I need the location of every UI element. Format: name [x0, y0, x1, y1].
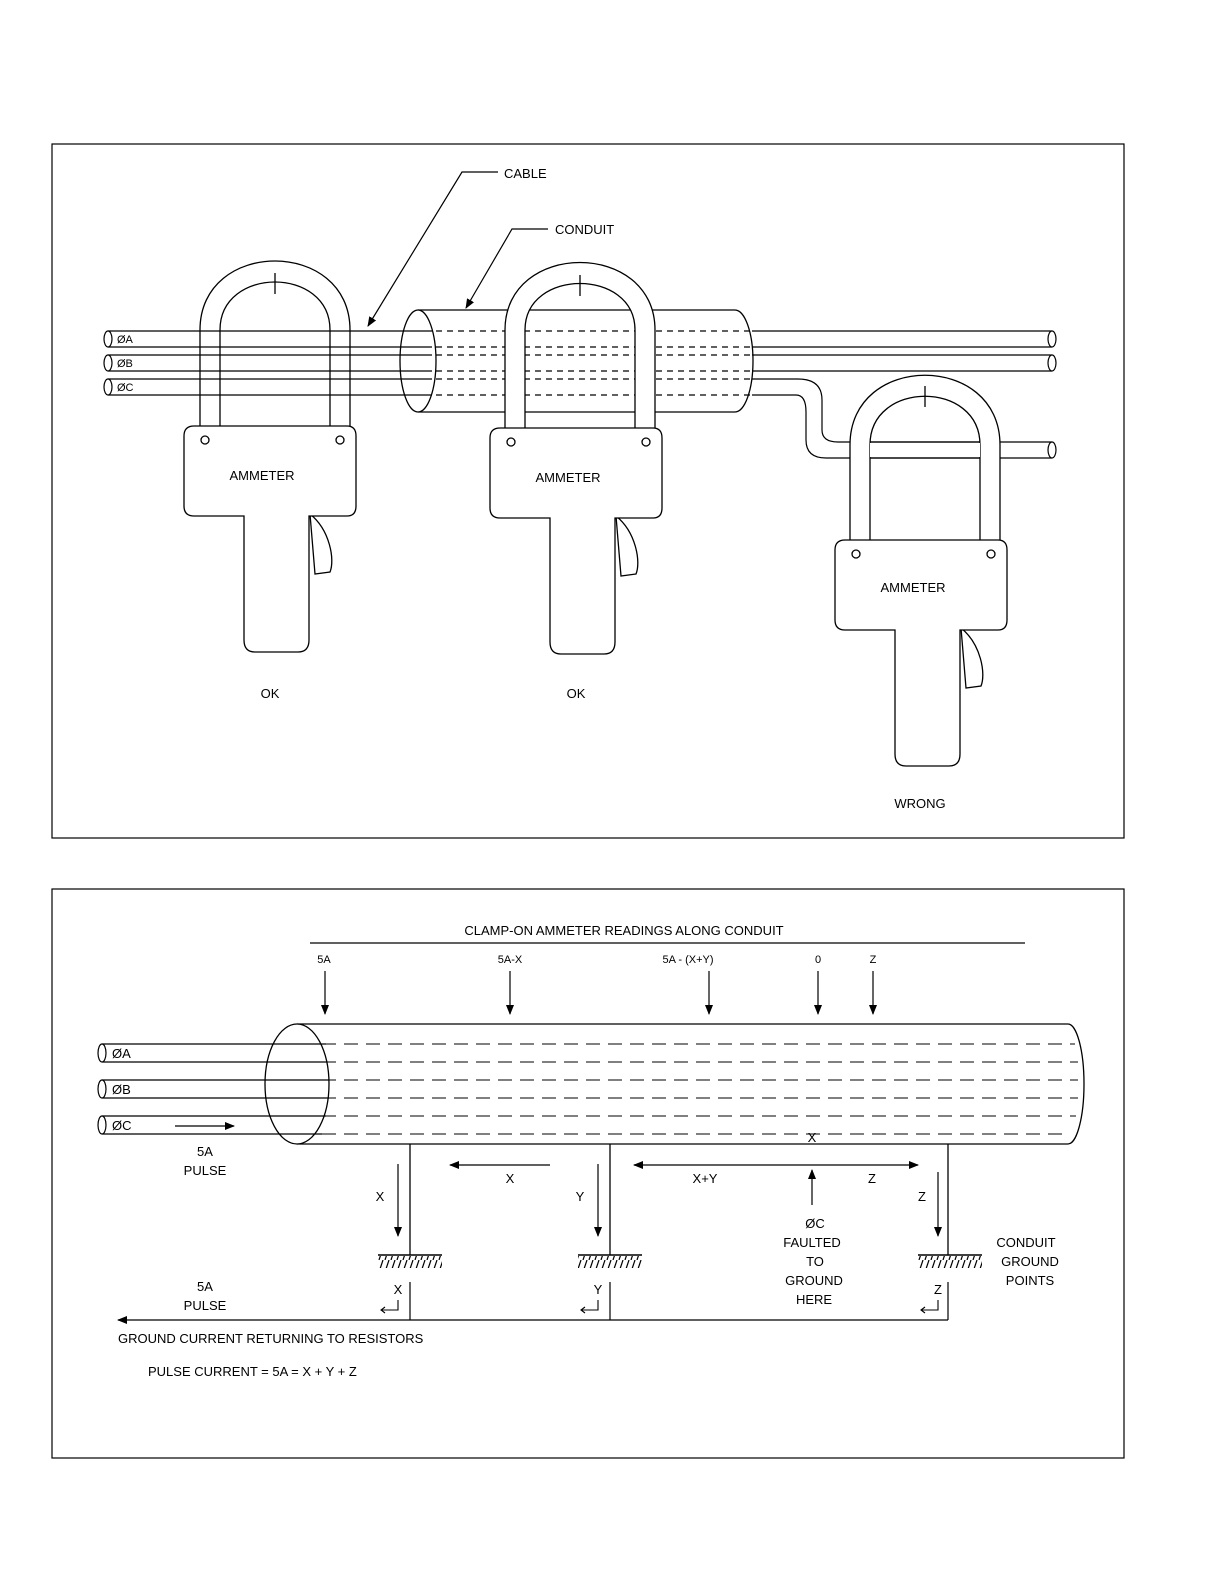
caption-ok-2: OK — [567, 686, 586, 701]
flow-label-xy: X+Y — [693, 1171, 718, 1186]
phase-a-label-2: ØA — [112, 1046, 131, 1061]
conduit-tube — [400, 310, 753, 412]
ground-points-line3: POINTS — [1006, 1273, 1055, 1288]
reading-4: 0 — [815, 954, 821, 966]
cable-callout-leader — [368, 172, 498, 326]
ammeter-body-3 — [835, 540, 1007, 766]
return-indicators — [381, 1300, 938, 1313]
fault-mark: X — [808, 1130, 817, 1145]
cable-end-caps-2 — [98, 1044, 106, 1134]
fault-description: ØC FAULTED TO GROUND HERE — [783, 1216, 843, 1307]
strap-current-x: X — [376, 1189, 385, 1204]
phase-a-label: ØA — [117, 334, 134, 346]
fault-text-ground: GROUND — [785, 1273, 843, 1288]
reading-1: 5A — [317, 954, 331, 966]
conduit-tube-2 — [265, 1024, 1084, 1144]
return-label-x: X — [394, 1282, 403, 1297]
ground-points-line1: CONDUIT — [996, 1235, 1055, 1250]
ammeter-jaw-1 — [200, 261, 350, 430]
ammeter-2-label: AMMETER — [536, 470, 601, 485]
return-label-y: Y — [594, 1282, 603, 1297]
caption-wrong: WRONG — [894, 796, 945, 811]
strap-current-y: Y — [576, 1189, 585, 1204]
fault-text-here: HERE — [796, 1292, 832, 1307]
cable-label: CABLE — [504, 166, 547, 181]
ammeter-body-1 — [184, 426, 356, 652]
return-label-z: Z — [934, 1282, 942, 1297]
fault-text-phase: ØC — [805, 1216, 825, 1231]
ground-straps — [410, 1144, 948, 1255]
pulse-bottom-label: PULSE — [184, 1298, 227, 1313]
ammeter-3-label: AMMETER — [881, 580, 946, 595]
strap-current-z: Z — [918, 1189, 926, 1204]
reading-2: 5A-X — [498, 954, 523, 966]
flow-label-z: Z — [868, 1171, 876, 1186]
ammeter-1-label: AMMETER — [230, 468, 295, 483]
figure-ground-current-readings: CLAMP-ON AMMETER READINGS ALONG CONDUIT … — [52, 889, 1124, 1458]
return-caption: GROUND CURRENT RETURNING TO RESISTORS — [118, 1331, 424, 1346]
reading-3: 5A - (X+Y) — [662, 954, 713, 966]
flow-label-x: X — [506, 1171, 515, 1186]
readings-title: CLAMP-ON AMMETER READINGS ALONG CONDUIT — [464, 923, 783, 938]
figure-clamp-placement: CABLE CONDUIT — [52, 144, 1124, 838]
ammeter-body-2 — [490, 428, 662, 654]
phase-c-label: ØC — [117, 382, 134, 394]
pulse-bottom-amount: 5A — [197, 1279, 213, 1294]
ground-symbols — [378, 1255, 982, 1268]
pulse-top-label: PULSE — [184, 1163, 227, 1178]
fault-text-faulted: FAULTED — [783, 1235, 841, 1250]
caption-ok-1: OK — [261, 686, 280, 701]
ground-points-line2: GROUND — [1001, 1254, 1059, 1269]
pulse-top-amount: 5A — [197, 1144, 213, 1159]
fault-text-to: TO — [806, 1254, 824, 1269]
pulse-formula: PULSE CURRENT = 5A = X + Y + Z — [148, 1364, 357, 1379]
ammeter-jaw-3 — [850, 375, 1000, 544]
phase-b-label: ØB — [117, 358, 133, 370]
reading-5: Z — [870, 954, 877, 966]
conduit-label: CONDUIT — [555, 222, 614, 237]
phase-c-label-2: ØC — [112, 1118, 132, 1133]
phase-b-label-2: ØB — [112, 1082, 131, 1097]
